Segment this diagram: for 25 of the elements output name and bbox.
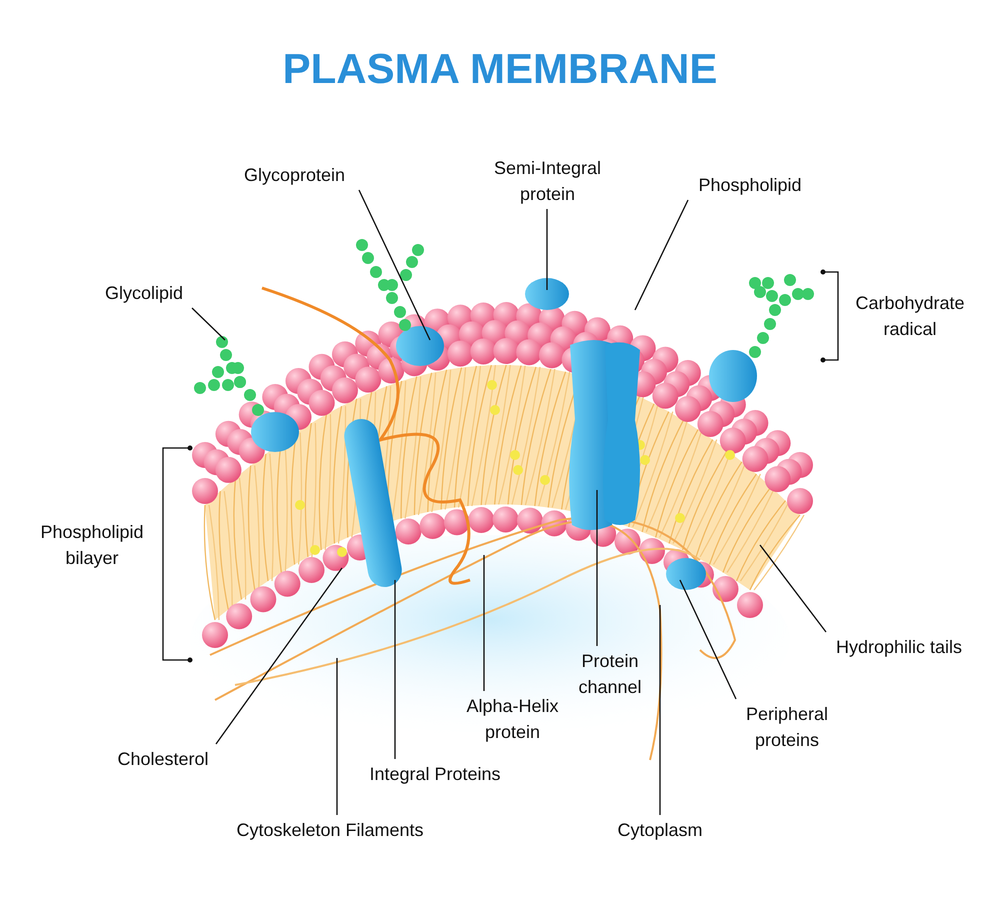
callout-label: Integral Proteins xyxy=(352,761,518,787)
leader-line xyxy=(634,200,689,310)
leader-line xyxy=(546,209,548,290)
callout-label: Glycolipid xyxy=(88,280,200,306)
leader-line xyxy=(596,490,598,646)
callout-label: Phospholipid bilayer xyxy=(39,521,145,570)
callout-label: Peripheral proteins xyxy=(728,701,846,753)
leader-line xyxy=(336,658,338,815)
callout-label: Hydrophilic tails xyxy=(818,634,980,660)
title: PLASMA MEMBRANE xyxy=(282,48,718,90)
leader-line xyxy=(215,568,343,744)
leader-line xyxy=(759,544,827,632)
callout-label: Cholesterol xyxy=(102,746,224,772)
leader-line xyxy=(483,555,485,691)
leader-line xyxy=(394,580,396,759)
leader-line xyxy=(358,190,431,340)
callout-label: Glycoprotein xyxy=(222,162,367,188)
leader-line xyxy=(192,308,226,340)
callout-label: Cytoskeleton Filaments xyxy=(216,817,444,843)
callout-label: Cytoplasm xyxy=(604,817,716,843)
leader-line xyxy=(679,580,737,700)
leader-line xyxy=(659,605,661,815)
callout-label: Carbohydrate radical xyxy=(854,292,966,341)
callout-label: Phospholipid xyxy=(680,172,820,198)
callout-label: Semi-Integral protein xyxy=(475,155,620,207)
